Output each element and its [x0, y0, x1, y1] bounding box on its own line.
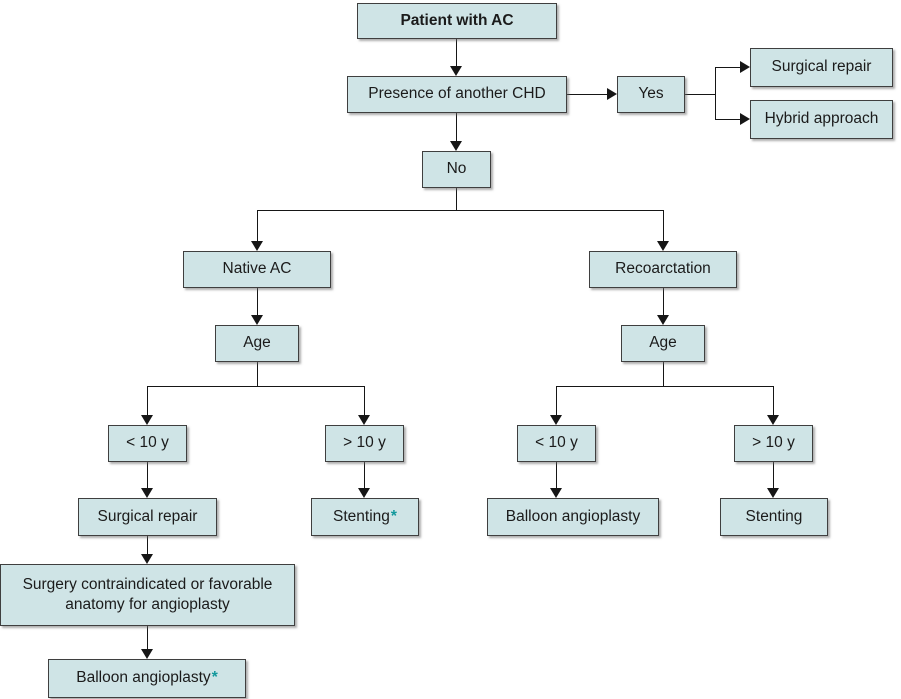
- edge-over10left-stenting-line: [364, 462, 365, 489]
- node-stenting-asterisk: Stenting*: [311, 498, 419, 536]
- edge-split-recoarctation-line: [663, 210, 664, 242]
- node-label: Age: [649, 334, 677, 352]
- edge-yes-hybrid-line: [715, 119, 740, 120]
- node-presence-of-another-chd: Presence of another CHD: [347, 76, 567, 113]
- arrowhead-down-icon: [450, 66, 462, 76]
- node-surgical-repair-top: Surgical repair: [750, 48, 893, 87]
- node-label: No: [446, 160, 467, 178]
- edge-split-over10right-line: [773, 386, 774, 416]
- arrowhead-down-icon: [450, 141, 462, 151]
- edge-split-under10right-line: [556, 386, 557, 416]
- arrowhead-down-icon: [251, 315, 263, 325]
- edge-patient-presence-line: [456, 39, 457, 67]
- node-yes: Yes: [617, 76, 685, 113]
- node-label: > 10 y: [343, 434, 386, 452]
- edge-split-under10left-line: [147, 386, 148, 416]
- node-label: Recoarctation: [615, 260, 711, 278]
- arrowhead-down-icon: [251, 241, 263, 251]
- arrowhead-down-icon: [358, 415, 370, 425]
- node-over-10y-left: > 10 y: [325, 425, 404, 462]
- arrowhead-down-icon: [141, 649, 153, 659]
- arrowhead-right-icon: [740, 61, 750, 73]
- node-label: Native AC: [222, 260, 292, 278]
- arrowhead-down-icon: [657, 315, 669, 325]
- node-surgical-repair-left: Surgical repair: [78, 498, 217, 536]
- arrowhead-right-icon: [740, 113, 750, 125]
- edge-yes-branch-riser: [715, 67, 716, 120]
- edge-native-age-line: [257, 288, 258, 316]
- node-label: Stenting: [745, 507, 803, 525]
- node-label: Stenting: [333, 507, 390, 525]
- node-label: Patient with AC: [400, 11, 514, 29]
- edge-presence-yes-line: [567, 94, 607, 95]
- arrowhead-down-icon: [767, 488, 779, 498]
- node-surgery-contraindicated: Surgery contraindicated or favorable ana…: [0, 564, 295, 626]
- node-age-right: Age: [621, 325, 705, 362]
- node-hybrid-approach: Hybrid approach: [750, 100, 893, 139]
- node-label: Surgery contraindicated or favorable ana…: [22, 575, 273, 613]
- node-balloon-angioplasty-right: Balloon angioplasty: [487, 498, 659, 536]
- node-age-left: Age: [215, 325, 299, 362]
- node-no: No: [422, 151, 491, 188]
- node-label: Balloon angioplasty: [76, 669, 211, 687]
- edge-ageleft-split-crossbar: [147, 386, 365, 387]
- edge-recoarctation-age-line: [663, 288, 664, 316]
- arrowhead-down-icon: [550, 415, 562, 425]
- node-under-10y-right: < 10 y: [517, 425, 596, 462]
- node-over-10y-right: > 10 y: [734, 425, 813, 462]
- node-label: Presence of another CHD: [368, 85, 546, 103]
- edge-contraindicated-balloon-line: [147, 626, 148, 650]
- node-label: Surgical repair: [97, 507, 198, 525]
- node-label: Hybrid approach: [764, 110, 879, 128]
- node-balloon-angioplasty-asterisk: Balloon angioplasty*: [48, 659, 246, 698]
- arrowhead-down-icon: [141, 415, 153, 425]
- edge-no-split-stem: [456, 188, 457, 210]
- edge-under10left-surgical-line: [147, 462, 148, 489]
- edge-presence-no-line: [456, 113, 457, 142]
- node-label: < 10 y: [126, 434, 169, 452]
- node-label: < 10 y: [535, 434, 578, 452]
- asterisk-footnote: *: [211, 669, 218, 687]
- node-label: Surgical repair: [771, 58, 872, 76]
- arrowhead-down-icon: [141, 488, 153, 498]
- node-label: Yes: [638, 85, 664, 103]
- node-stenting-right: Stenting: [720, 498, 828, 536]
- edge-ageright-split-stem: [663, 362, 664, 386]
- edge-ageleft-split-stem: [257, 362, 258, 386]
- edge-yes-branch-stem: [685, 94, 715, 95]
- asterisk-footnote: *: [390, 507, 397, 525]
- edge-split-over10left-line: [364, 386, 365, 416]
- edge-ageright-split-crossbar: [556, 386, 774, 387]
- edge-split-native-line: [257, 210, 258, 242]
- node-label: Balloon angioplasty: [505, 507, 641, 525]
- node-patient-with-ac: Patient with AC: [357, 3, 557, 39]
- arrowhead-down-icon: [550, 488, 562, 498]
- node-native-ac: Native AC: [183, 251, 331, 288]
- edge-no-split-crossbar: [257, 210, 664, 211]
- node-under-10y-left: < 10 y: [108, 425, 187, 462]
- arrowhead-right-icon: [607, 88, 617, 100]
- edge-over10right-stenting-line: [773, 462, 774, 489]
- arrowhead-down-icon: [767, 415, 779, 425]
- arrowhead-down-icon: [141, 554, 153, 564]
- edge-yes-surgical-line: [715, 67, 740, 68]
- node-label: Age: [243, 334, 271, 352]
- arrowhead-down-icon: [358, 488, 370, 498]
- arrowhead-down-icon: [657, 241, 669, 251]
- edge-surgical-contraindicated-line: [147, 536, 148, 555]
- node-label: > 10 y: [752, 434, 795, 452]
- node-recoarctation: Recoarctation: [589, 251, 737, 288]
- edge-under10right-balloon-line: [556, 462, 557, 489]
